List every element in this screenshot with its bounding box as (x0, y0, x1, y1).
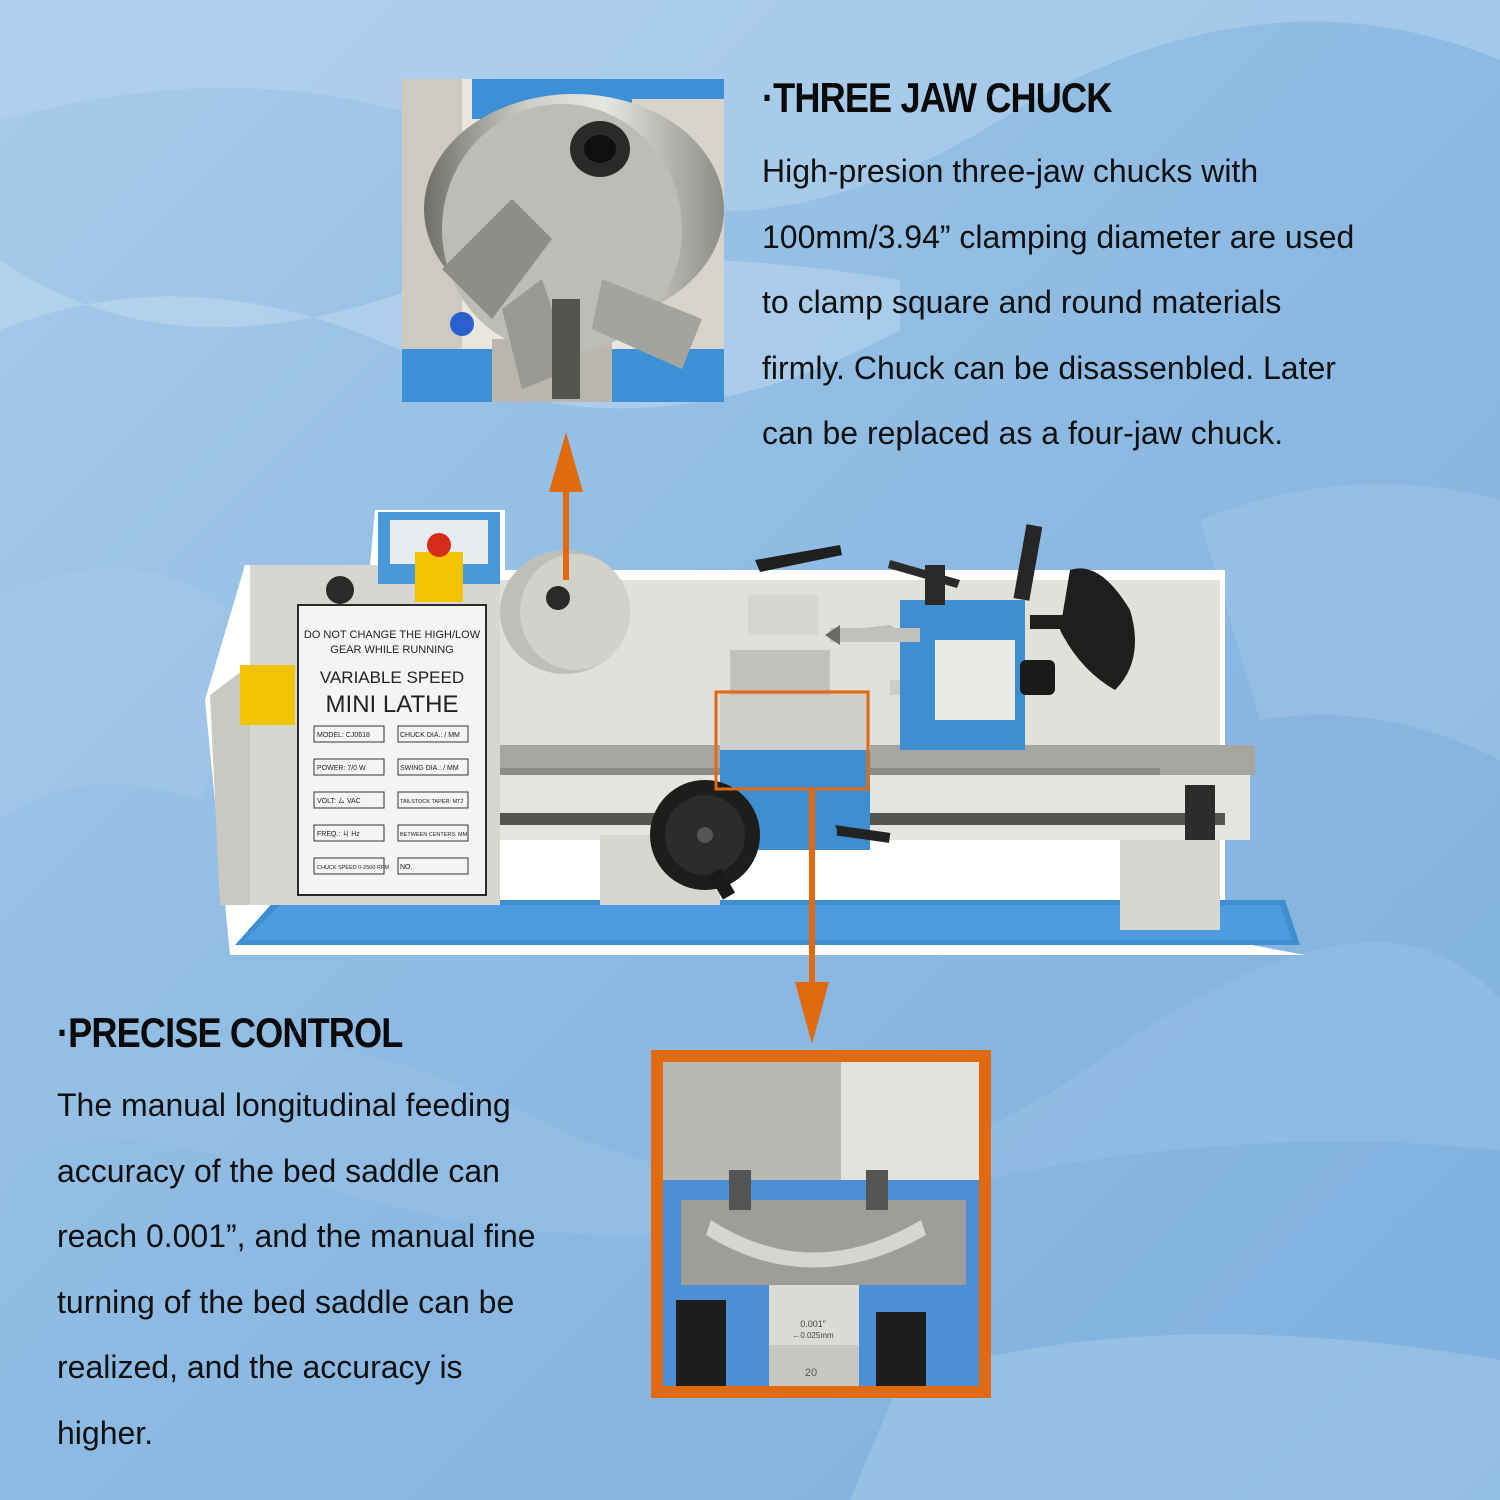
control-text-line: accuracy of the bed saddle can (57, 1152, 500, 1189)
dial-number: 20 (805, 1367, 817, 1379)
dial-scale-bottom: ←0.025mm (792, 1331, 834, 1340)
plate-spec: FREQ.: ㄐ Hz (317, 830, 360, 838)
plate-spec: POWER: 7/0 W (317, 765, 366, 772)
plate-subtitle: VARIABLE SPEED (320, 668, 464, 687)
control-text-line: realized, and the accuracy is (57, 1349, 463, 1386)
plate-spec: SWING DIA.: / MM (400, 765, 459, 772)
control-text-line: The manual longitudinal feeding (57, 1087, 511, 1123)
plate-warning-line2: GEAR WHILE RUNNING (330, 644, 453, 656)
control-text-line: turning of the bed saddle can be (57, 1283, 515, 1320)
plate-spec: CHUCK SPEED 0-2500 RPM (317, 865, 390, 871)
plate-spec: NO. (400, 864, 413, 871)
three-jaw-chuck-heading: ·THREE JAW CHUCK (762, 74, 1112, 121)
plate-spec: CHUCK DIA.: / MM (400, 732, 460, 739)
chuck-text-line: 100mm/3.94” clamping diameter are used (762, 218, 1355, 255)
chuck-photo (402, 79, 724, 402)
plate-spec: VOLT: ㄙ VAC (317, 797, 361, 805)
dial-detail-photo: 0.001” ←0.025mm 20 (651, 1050, 991, 1398)
chuck-text-line: to clamp square and round materials (762, 284, 1282, 321)
plate-warning-line1: DO NOT CHANGE THE HIGH/LOW (304, 629, 481, 641)
arrow-down-icon (795, 788, 829, 1044)
plate-spec: TAILSTOCK TAPER: MT2 (400, 799, 463, 805)
plate-spec: MODEL: CJ0618 (317, 732, 370, 739)
control-text-line: higher. (57, 1414, 154, 1451)
chuck-text-line: firmly. Chuck can be disassenbled. Later (762, 349, 1336, 386)
three-jaw-chuck-description: High-presion three-jaw chucks with 100mm… (762, 139, 1354, 467)
precise-control-heading: ·PRECISE CONTROL (57, 1009, 403, 1056)
plate-spec: BETWEEN CENTERS: MM (400, 832, 468, 838)
arrow-up-icon (549, 432, 583, 580)
precise-control-description: The manual longitudinal feeding accuracy… (57, 1073, 536, 1467)
chuck-text-line: High-presion three-jaw chucks with (762, 153, 1259, 189)
lathe-machine: DO NOT CHANGE THE HIGH/LOW GEAR WHILE RU… (205, 510, 1305, 955)
control-text-line: reach 0.001”, and the manual fine (57, 1218, 536, 1255)
dial-scale-top: 0.001” (800, 1319, 826, 1329)
plate-title: MINI LATHE (326, 691, 459, 718)
chuck-text-line: can be replaced as a four-jaw chuck. (762, 415, 1284, 452)
